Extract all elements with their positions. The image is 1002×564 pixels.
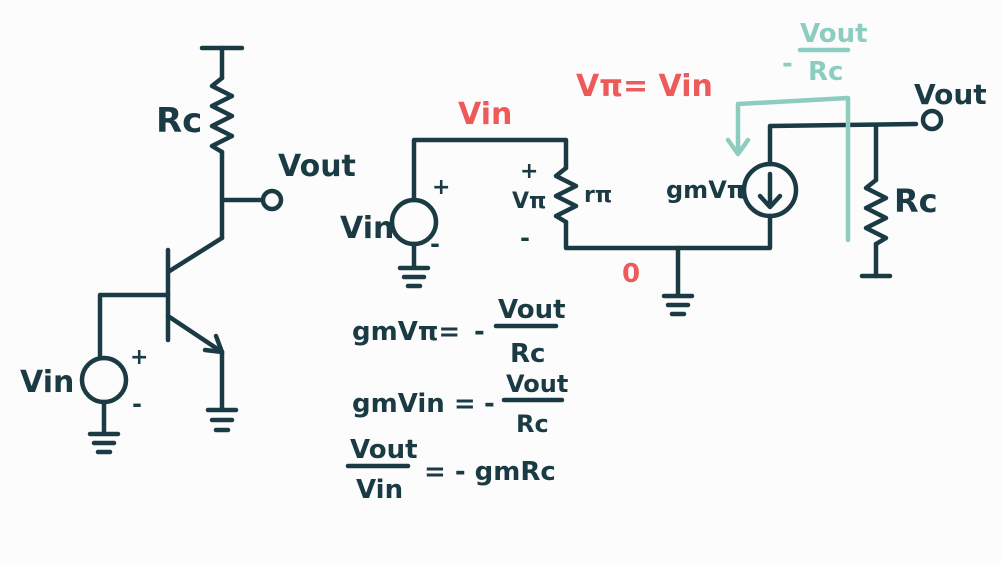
- ground-node-label: 0: [622, 259, 640, 289]
- minus-sign: -: [520, 224, 530, 252]
- equation-rhs: = - gmRc: [424, 457, 556, 487]
- minus-sign: -: [132, 390, 142, 418]
- equation-denominator: Rc: [516, 410, 549, 438]
- load-resistor: [863, 177, 889, 247]
- common-emitter-circuit: [79, 45, 284, 455]
- equation-denominator: Vin: [356, 475, 403, 505]
- ground-icon: [205, 407, 239, 433]
- ground-icon: [397, 265, 431, 289]
- equation-numerator: Vout: [498, 295, 566, 325]
- input-source-icon: [79, 355, 129, 405]
- collector-resistor: [209, 75, 235, 155]
- vin-wire-label: Vin: [458, 97, 512, 132]
- equation-numerator: Vout: [506, 370, 568, 398]
- emitter-lead: [165, 313, 225, 355]
- rpi-resistor: [553, 165, 579, 225]
- collector-lead: [165, 235, 225, 275]
- vout-label: Vout: [914, 78, 987, 111]
- equation-lhs: gmVin =: [352, 389, 476, 419]
- current-arrow-icon: [757, 171, 783, 210]
- bottom-wire: [563, 213, 773, 251]
- output-terminal: [920, 108, 944, 132]
- plus-sign: +: [130, 345, 148, 370]
- current-numerator: Vout: [800, 19, 868, 49]
- rc-label: Rc: [894, 182, 938, 220]
- ground-icon: [87, 431, 121, 455]
- equation-sign: -: [484, 389, 495, 419]
- rc-label: Rc: [156, 101, 202, 141]
- plus-sign: +: [520, 159, 538, 184]
- equation-numerator: Vout: [350, 435, 418, 465]
- vpi-label: Vπ: [512, 189, 546, 214]
- small-signal-model: [389, 47, 944, 317]
- arrow-head-icon: [725, 137, 751, 157]
- equation-lhs: gmVπ=: [352, 317, 460, 347]
- equation-sign: -: [474, 317, 485, 347]
- equation-3: Vout Vin = - gmRc: [345, 435, 556, 505]
- current-denominator: Rc: [808, 57, 843, 87]
- vpi-equation: Vπ= Vin: [576, 69, 713, 104]
- plus-sign: +: [432, 175, 450, 200]
- equation-2: gmVin = - Vout Rc: [352, 370, 568, 438]
- gm-vpi-label: gmVπ: [666, 176, 746, 204]
- vin-label: Vin: [20, 365, 74, 400]
- equation-1: gmVπ= - Vout Rc: [352, 295, 566, 369]
- input-top-wire: [411, 137, 569, 203]
- output-top-wire: [767, 121, 919, 167]
- current-sign: -: [782, 49, 793, 79]
- minus-sign: -: [430, 230, 440, 258]
- output-terminal: [260, 188, 284, 212]
- ground-icon: [661, 293, 695, 317]
- base-wire: [97, 292, 171, 361]
- equation-denominator: Rc: [510, 339, 545, 369]
- rpi-label: rπ: [584, 183, 612, 208]
- vin-label: Vin: [340, 211, 394, 246]
- current-direction-arrow: [735, 95, 851, 243]
- vout-label: Vout: [278, 149, 356, 184]
